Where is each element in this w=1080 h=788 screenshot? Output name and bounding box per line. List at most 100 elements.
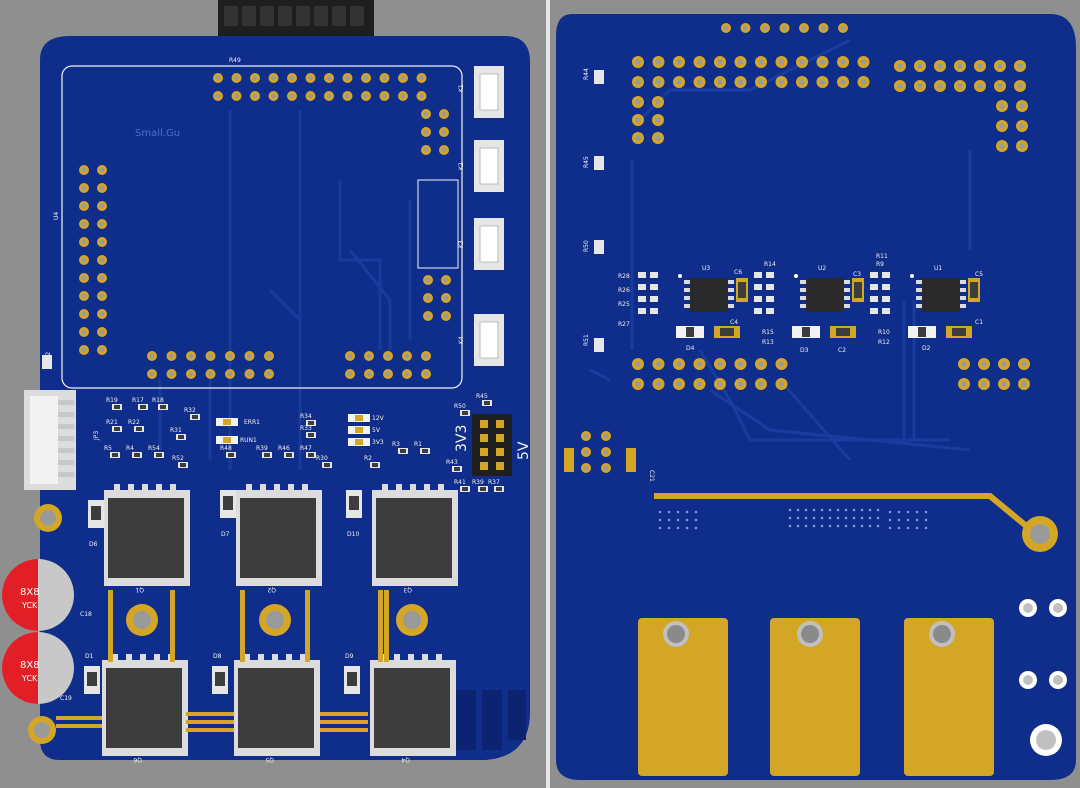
via: [906, 510, 910, 514]
ic-lead: [958, 296, 966, 300]
pad-hole: [385, 371, 391, 377]
smd-resistor: [594, 240, 604, 254]
led-label-12v: 12V: [372, 415, 385, 422]
pad-hole: [400, 75, 406, 81]
mosfet-body: [376, 498, 452, 578]
svg-text:C19: C19: [60, 695, 72, 702]
smd-resistor: [754, 296, 762, 302]
via: [915, 510, 919, 514]
via: [788, 508, 792, 512]
pad-hole: [271, 75, 276, 81]
pad-hole: [717, 381, 723, 387]
pad-hole: [326, 75, 332, 81]
label-c1: C1: [975, 319, 983, 326]
svg-text:K4: K4: [458, 336, 465, 344]
pad-hole: [289, 93, 295, 99]
pad-hole: [999, 123, 1005, 129]
smd-resistor: [882, 284, 890, 290]
pad-hole: [981, 361, 987, 367]
voltage-jumper: 3V3 5V: [454, 414, 532, 476]
via: [796, 524, 800, 528]
diode-label: D7: [221, 531, 230, 538]
pad-hole: [99, 347, 105, 353]
smd-resistor: [754, 272, 762, 278]
pad-hole: [758, 381, 764, 387]
pad-hole: [717, 361, 723, 367]
pad-hole: [778, 381, 785, 387]
jumper-pin: [480, 448, 488, 456]
pad-hole: [917, 63, 923, 69]
pad-hole: [801, 25, 807, 31]
mosfet-label: Q6: [133, 756, 142, 763]
via: [844, 516, 848, 520]
pad-hole: [81, 347, 87, 353]
pad-hole: [655, 135, 661, 141]
header-pin: [350, 6, 364, 26]
pad-hole: [1019, 123, 1025, 129]
pad-hole: [957, 83, 963, 89]
led-pad: [223, 437, 231, 443]
label-r44: R44: [583, 68, 590, 80]
mounting-holes-top: [28, 504, 428, 744]
ic-lead: [842, 304, 850, 308]
pad-hole: [840, 79, 846, 85]
resistor-label: R33: [300, 425, 312, 432]
pad-hole: [425, 313, 431, 319]
pad-hole: [99, 239, 105, 245]
resistor-label: R39: [472, 479, 484, 486]
label-run1: RUN1: [240, 437, 257, 444]
via: [852, 524, 856, 528]
resistor-label: R18: [152, 397, 164, 404]
view-divider: [546, 0, 550, 788]
pad-hole: [1001, 381, 1007, 387]
pad-hole: [1021, 361, 1027, 367]
smd-resistor: [870, 272, 878, 278]
smd-resistor-body: [422, 449, 428, 453]
pad-hole: [676, 361, 682, 367]
header-pin: [224, 6, 238, 26]
smd-resistor-body: [114, 405, 120, 409]
resistor-label: R50: [454, 403, 466, 410]
ic-lead: [916, 280, 924, 284]
pad-hole: [1001, 361, 1007, 367]
pad-hole: [737, 79, 744, 85]
resistor-label: R17: [132, 397, 144, 404]
ic-pin1-dot: [794, 274, 798, 278]
label-c21: C21: [648, 470, 655, 482]
ic-lead: [684, 304, 692, 308]
smd-capacitor-body: [952, 328, 966, 336]
via: [868, 524, 872, 528]
mosfet-lead: [396, 484, 402, 492]
smd-resistor-body: [454, 467, 460, 471]
mosfet-lead: [128, 484, 134, 492]
label-r15: R15: [762, 329, 774, 336]
header-ref-label: R49: [229, 57, 241, 64]
pad-hole: [215, 75, 221, 81]
mosfet-lead: [260, 484, 266, 492]
resistor-label: R46: [278, 445, 290, 452]
pad-hole: [81, 239, 87, 245]
ic-label: U1: [934, 265, 942, 272]
ic-body: [806, 278, 844, 312]
via: [694, 518, 698, 522]
pad-hole: [635, 361, 641, 367]
diode-body: [349, 496, 359, 510]
mosfet-lead: [244, 654, 250, 662]
ic-lead: [958, 304, 966, 308]
diode-body: [686, 327, 694, 337]
label-err1: ERR1: [244, 419, 260, 426]
resistor-label: R48: [220, 445, 232, 452]
power-trace-bottom: [654, 493, 1058, 552]
header-pin: [332, 6, 346, 26]
smd-resistor-body: [496, 487, 502, 491]
pad-hole: [345, 93, 350, 99]
pad-hole: [583, 449, 589, 455]
pad-hole: [247, 353, 252, 359]
diode-body: [215, 672, 225, 686]
pad-hole: [737, 381, 744, 387]
led-pad: [355, 415, 363, 421]
smd-capacitor: [564, 448, 574, 472]
mosfet-lead: [288, 484, 294, 492]
